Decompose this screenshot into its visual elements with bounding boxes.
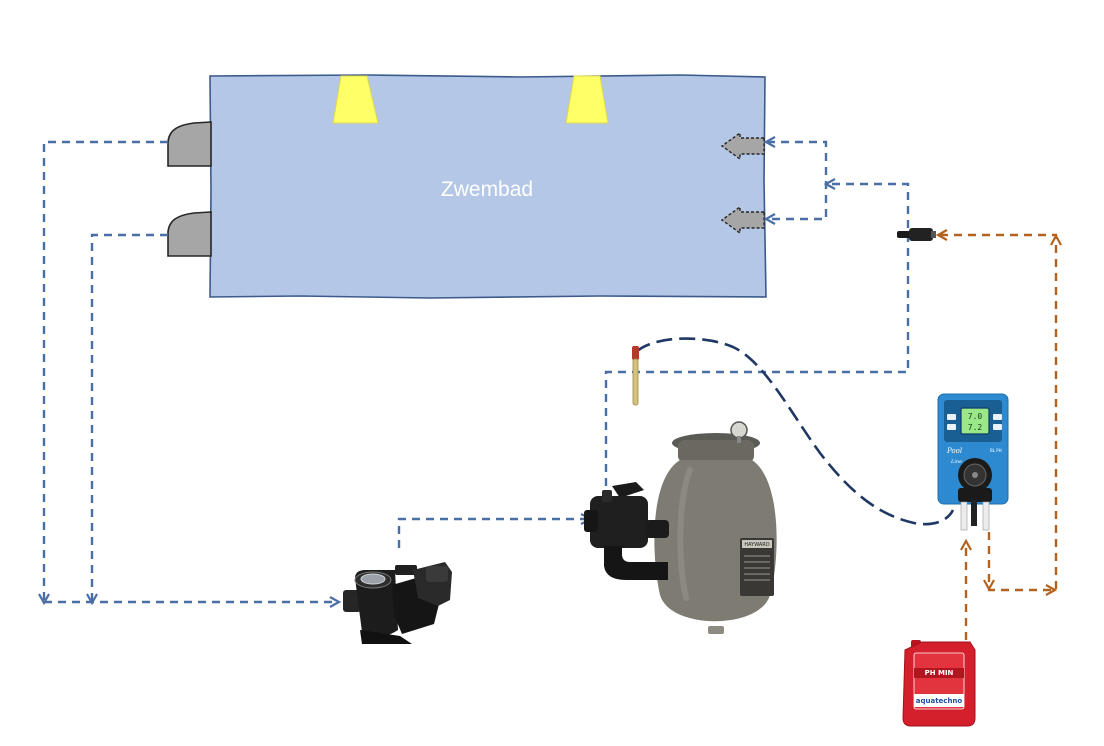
multiport-valve (584, 482, 669, 580)
dosing-lines (935, 229, 1062, 640)
pool-basin (209, 74, 767, 299)
pool-light-left (332, 75, 379, 124)
dosing-tube-right (982, 501, 990, 531)
return-inlet-bottom (720, 205, 765, 235)
dosing-brand: Pool (946, 447, 962, 455)
canister-product: PH MIN (925, 669, 954, 677)
suction-arrowhead-right (86, 593, 98, 606)
dosing-button-top-right (993, 414, 1002, 420)
circulation-pump (343, 562, 452, 644)
inlet-arrowhead-top (763, 136, 776, 148)
canister-line-arrowhead (960, 538, 972, 551)
sand-filter: HAYWARD (584, 421, 777, 634)
dosing-model: BL PH (990, 448, 1002, 453)
dosing-button-bottom-left (947, 424, 956, 430)
dosing-arrowhead-up (1050, 233, 1062, 246)
dosing-output-line (938, 233, 1058, 592)
skimmer-top (167, 121, 212, 167)
ph-probe (632, 346, 639, 406)
filter-brand: HAYWARD (744, 542, 769, 548)
dosing-arrowhead-down (983, 579, 995, 592)
canister-brand: aquatechno (916, 697, 963, 705)
dosing-brand-sub: Line (950, 459, 962, 465)
inlet-arrowhead-bottom (763, 213, 776, 225)
return-inlet-top (720, 131, 765, 161)
suction-line-skimmer-bottom (90, 233, 168, 602)
pool-light-right (565, 75, 609, 124)
pool-label: Zwembad (441, 178, 533, 201)
dosing-display-line2: 7.2 (968, 423, 983, 432)
suction-arrowhead-left (38, 593, 50, 606)
dosing-cable (971, 500, 977, 526)
pump-to-filter-line (397, 517, 590, 548)
dosing-display-line1: 7.0 (968, 412, 983, 421)
dosing-pump: 7.0 7.2 Pool Line BL PH (937, 393, 1009, 531)
dosing-arrowhead-right (1045, 584, 1058, 596)
water-circulation-lines (38, 136, 910, 608)
dosing-tube-left (960, 501, 968, 531)
return-split-line (767, 140, 828, 221)
pool: Zwembad (167, 74, 767, 299)
filter-return-line (604, 182, 910, 500)
suction-line-skimmer-top (42, 140, 168, 602)
probe-cable (635, 337, 955, 526)
injection-arrowhead (935, 229, 948, 241)
injection-valve (897, 228, 936, 241)
dosing-button-bottom-right (993, 424, 1002, 430)
pump-inlet-arrowhead (329, 596, 342, 608)
ph-minus-canister: PH MIN aquatechno (902, 640, 976, 727)
dosing-button-top-left (947, 414, 956, 420)
skimmer-bottom (167, 211, 212, 257)
